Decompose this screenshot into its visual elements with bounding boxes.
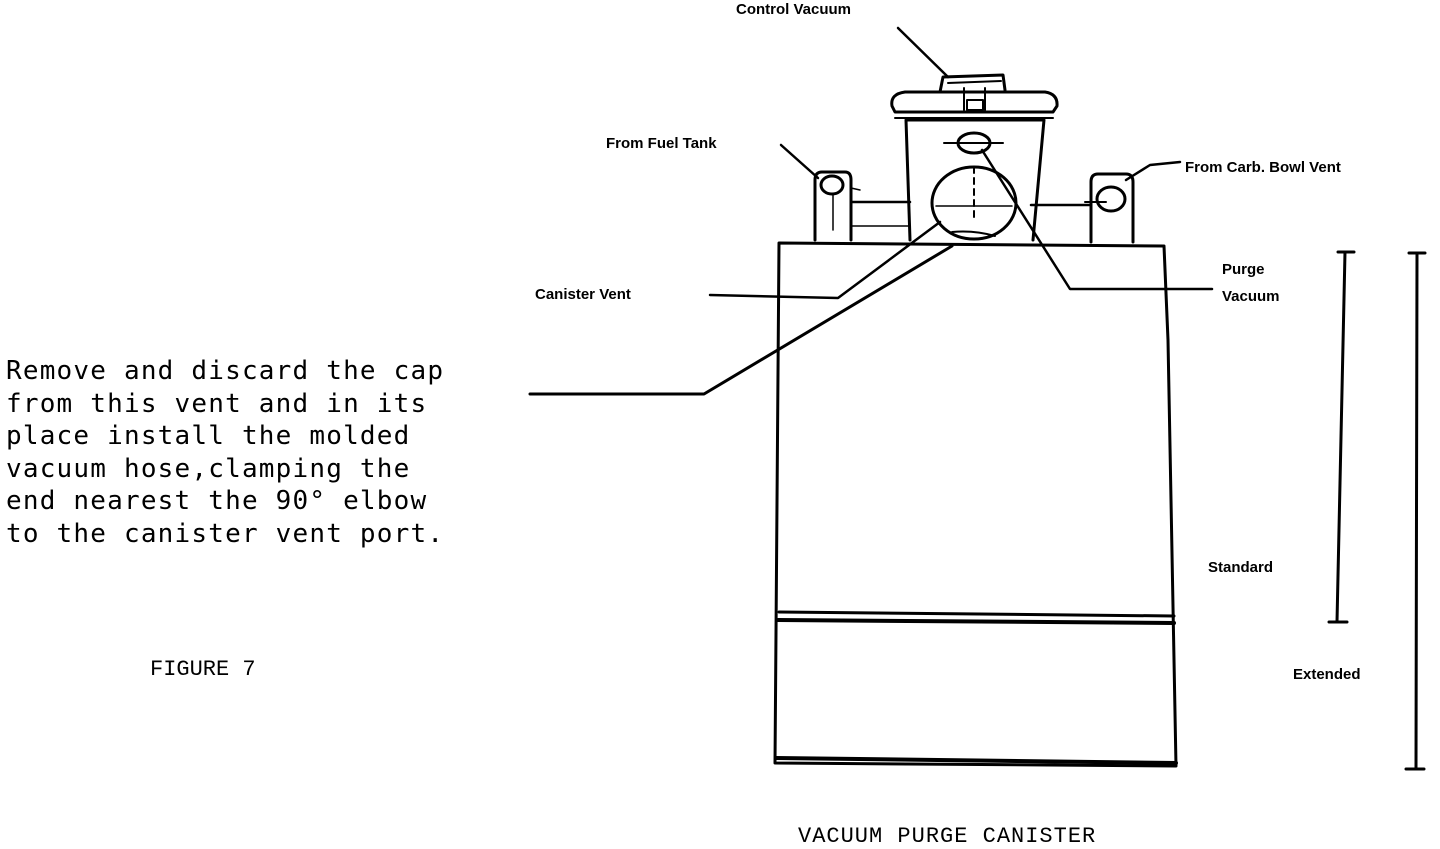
figure-caption: VACUUM PURGE CANISTER bbox=[798, 824, 1097, 849]
carb-bowl-vent-port bbox=[1084, 172, 1135, 244]
figure-number: FIGURE 7 bbox=[150, 657, 256, 682]
instruction-line: place install the molded bbox=[6, 421, 411, 451]
instruction-line: from this vent and in its bbox=[6, 388, 428, 419]
instruction-line: Remove and discard the cap bbox=[6, 356, 445, 386]
purge-label: Purge bbox=[1222, 261, 1265, 278]
canister-band bbox=[777, 610, 1176, 618]
standard-height-bar bbox=[1327, 250, 1356, 624]
fuel-tank-port bbox=[813, 170, 861, 242]
instruction-leader bbox=[528, 244, 954, 396]
from-carb-bowl-vent-label: From Carb. Bowl Vent bbox=[1185, 159, 1341, 176]
canister-base bbox=[774, 756, 1178, 765]
instruction-line: vacuum hose,clamping the bbox=[6, 453, 411, 484]
standard-label: Standard bbox=[1208, 559, 1273, 576]
vacuum-label: Vacuum bbox=[1222, 288, 1280, 305]
control-vacuum-leader bbox=[896, 26, 950, 79]
canister-band bbox=[776, 618, 1176, 625]
carb-vent-leader bbox=[1124, 160, 1182, 182]
control-vacuum-label: Control Vacuum bbox=[736, 1, 851, 18]
extended-height-bar bbox=[1404, 251, 1427, 771]
instruction-line: to the canister vent port. bbox=[6, 518, 445, 549]
purge-valve bbox=[890, 73, 1059, 242]
extended-label: Extended bbox=[1293, 666, 1361, 683]
instruction-line: end nearest the 90° elbow bbox=[6, 486, 428, 516]
purge-vacuum-leader bbox=[980, 148, 1214, 291]
canister-vent-leader bbox=[708, 220, 942, 300]
from-fuel-tank-label: From Fuel Tank bbox=[606, 135, 717, 152]
fuel-tank-leader bbox=[779, 143, 820, 180]
canister-vent-label: Canister Vent bbox=[535, 286, 631, 303]
instruction-text: Remove and discard the cap from this ven… bbox=[6, 355, 526, 550]
canister-body bbox=[773, 241, 1178, 768]
